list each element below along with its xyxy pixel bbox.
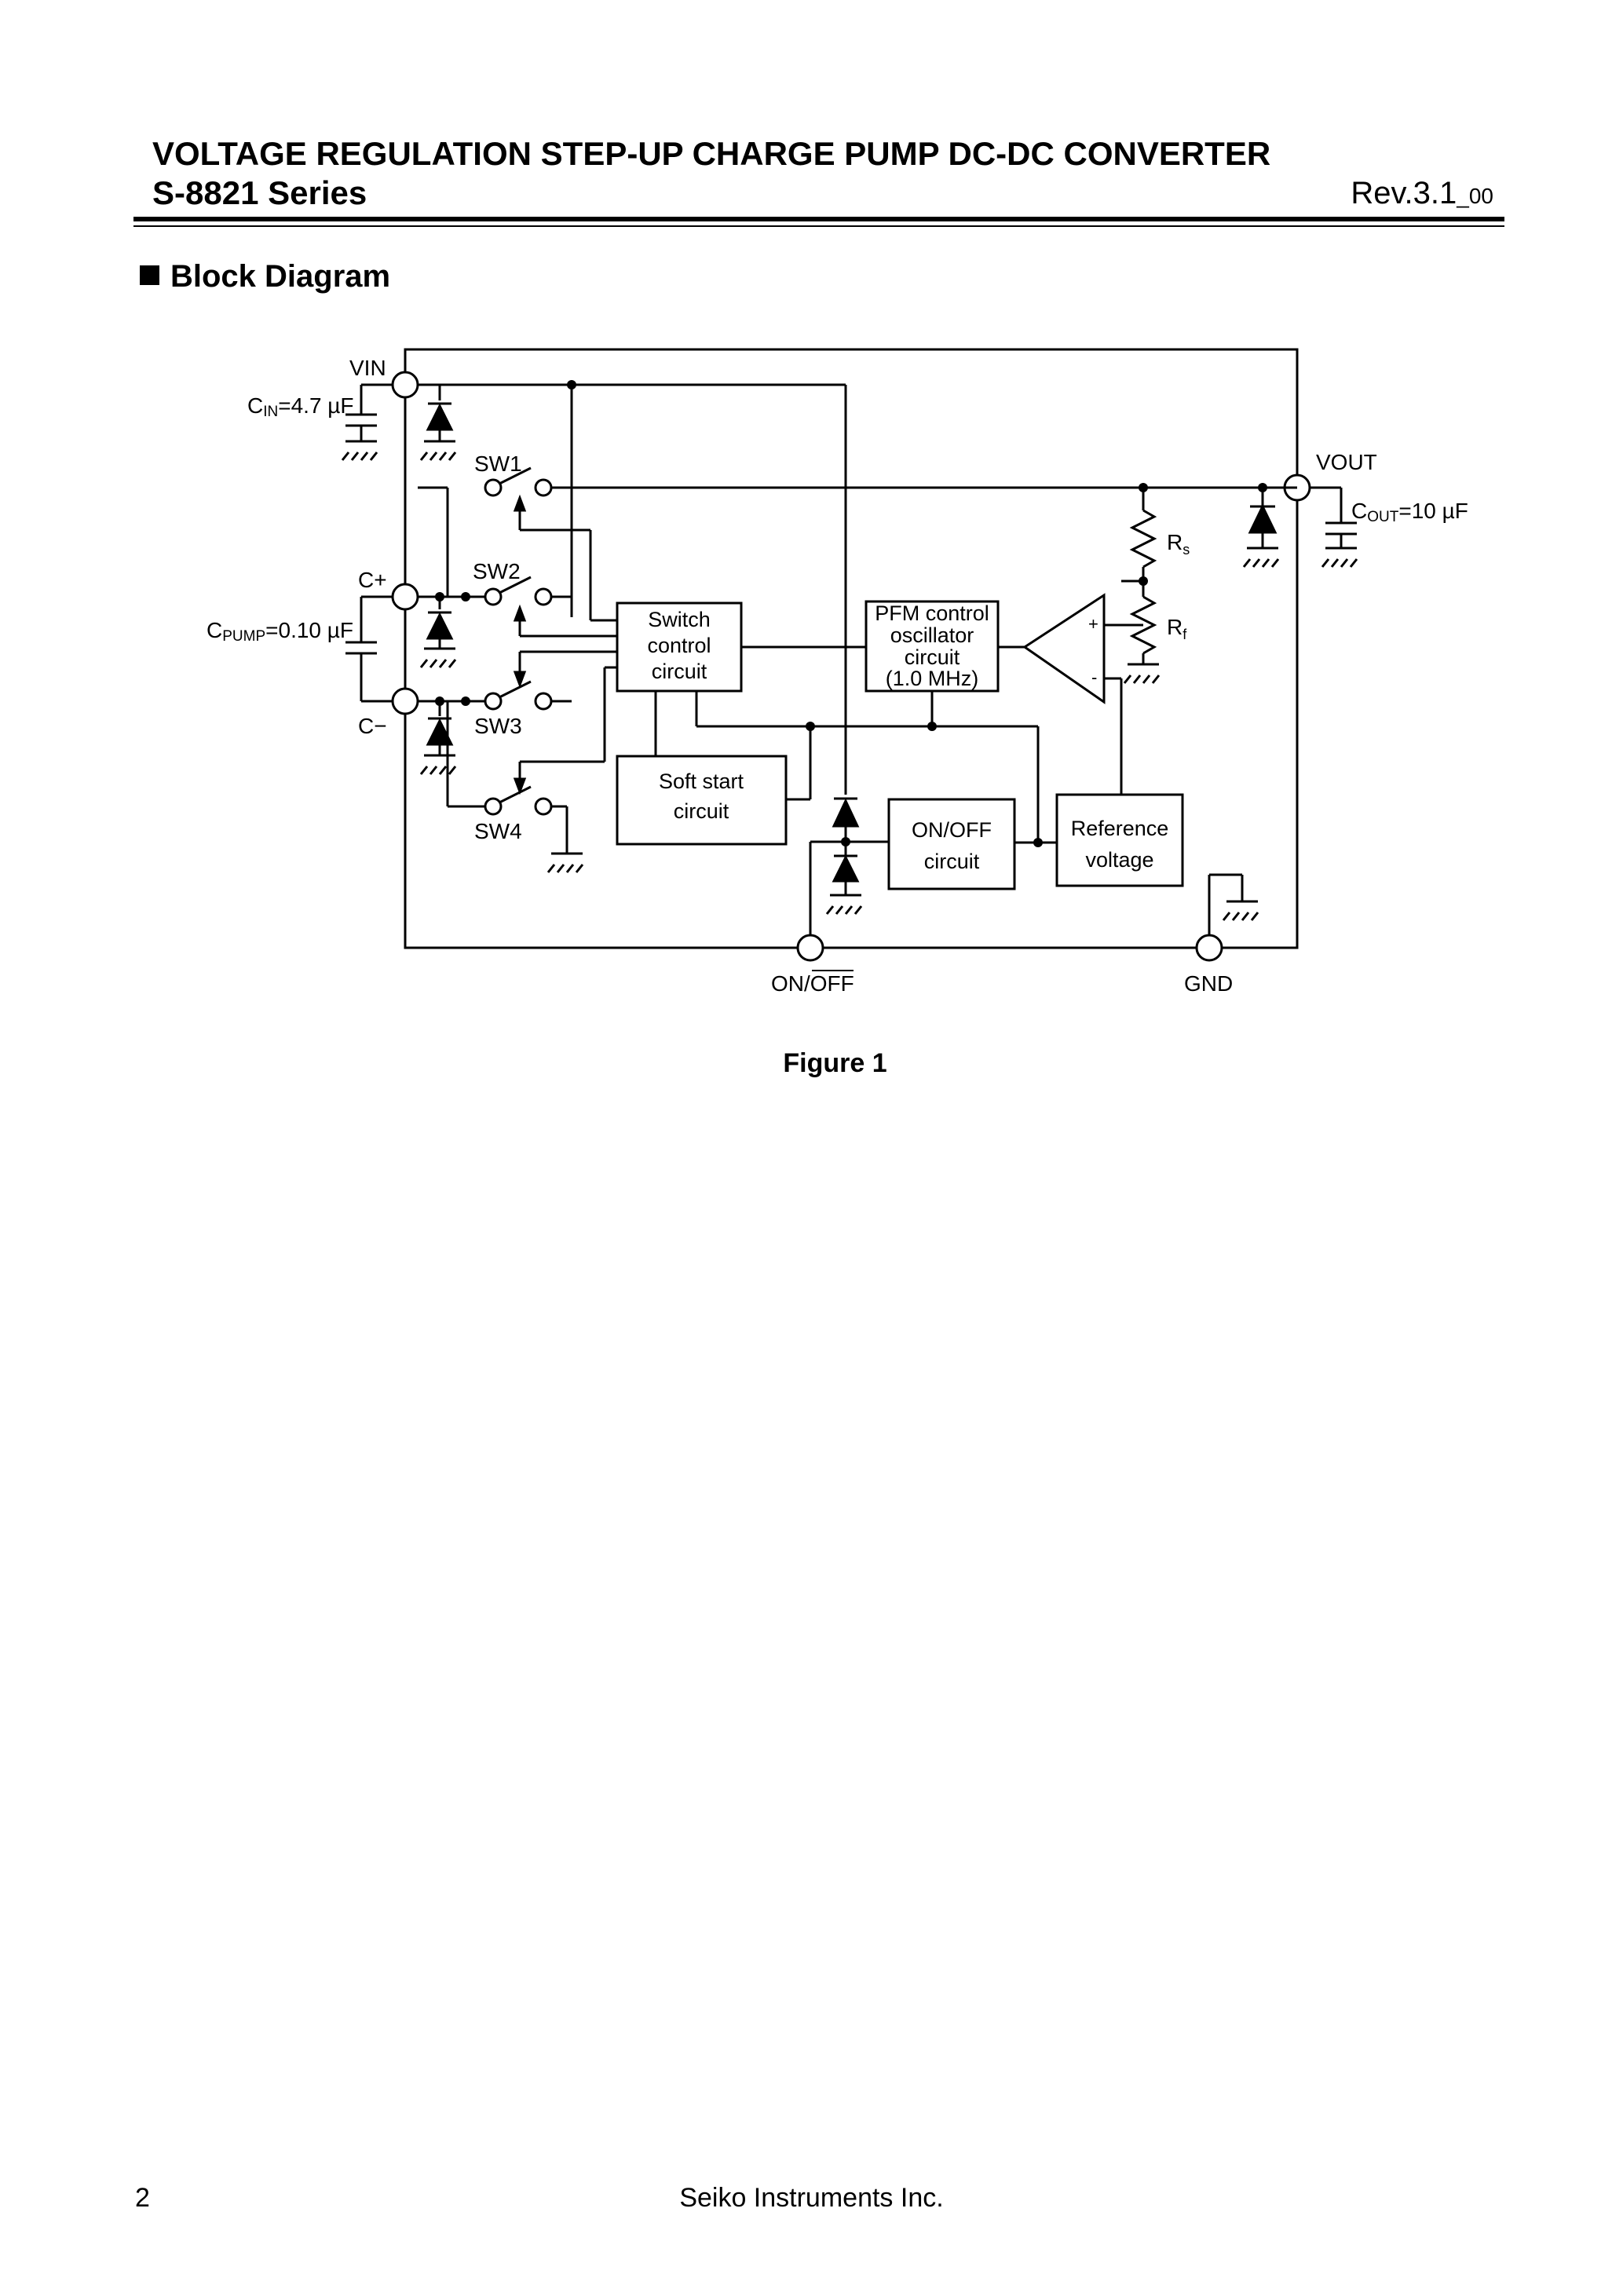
amp-plus: + (1088, 614, 1098, 634)
gnd-label: GND (1184, 971, 1233, 996)
ic-outline (404, 348, 1299, 949)
square-bullet-icon (140, 265, 159, 285)
comparator-amp (1022, 593, 1106, 704)
onoff-block-line2: circuit (924, 850, 980, 873)
section-heading: Block Diagram (140, 259, 390, 294)
pfm-line4: (1.0 MHz) (886, 667, 979, 690)
onoff-circuit-block (887, 798, 1016, 890)
sw4-contact-a (484, 797, 503, 816)
sw3-contact-a (484, 692, 503, 711)
cpump-label: CPUMP=0.10 µF (207, 618, 353, 645)
revision-main: Rev.3.1 (1351, 176, 1457, 210)
onoff-label: ON/OFF (771, 971, 854, 996)
series-name: S-8821 Series (152, 174, 367, 211)
sw2-label: SW2 (473, 559, 521, 583)
sw1-contact-b (534, 478, 553, 497)
pfm-line1: PFM control (875, 601, 989, 625)
soft-start-line1: Soft start (659, 770, 744, 793)
sw3-contact-b (534, 692, 553, 711)
cplus-pin (391, 583, 419, 611)
sw4-contact-b (534, 797, 553, 816)
rs-label: Rs (1167, 530, 1190, 558)
revision-sub: _00 (1457, 184, 1493, 208)
sw1-label: SW1 (474, 452, 522, 476)
onoff-block-line1: ON/OFF (912, 818, 992, 842)
revision: Rev.3.1_00 (1351, 176, 1493, 211)
vin-pin (391, 371, 419, 399)
switch-control-line2: control (647, 634, 711, 657)
pfm-line3: circuit (905, 645, 960, 669)
document-title: VOLTAGE REGULATION STEP-UP CHARGE PUMP D… (152, 135, 1271, 172)
reference-line1: Reference (1071, 817, 1169, 840)
switch-control-line1: Switch (648, 608, 711, 631)
sw2-contact-b (534, 587, 553, 606)
onoff-pin (796, 934, 824, 962)
rf-label: Rf (1167, 615, 1187, 642)
rs-resistor (1129, 509, 1157, 569)
amp-minus: - (1091, 667, 1097, 687)
sw3-label: SW3 (474, 714, 522, 738)
page-number: 2 (135, 2183, 150, 2213)
sw4-label: SW4 (474, 819, 522, 843)
gnd-pin (1195, 934, 1223, 962)
rf-resistor (1129, 595, 1157, 655)
cin-label: CIN=4.7 µF (247, 393, 354, 420)
pfm-line2: oscillator (890, 623, 974, 647)
cminus-label: C− (358, 714, 387, 738)
block-diagram: VIN VOUT C+ C− ON/OFF GND CIN=4.7 µF CPU… (207, 348, 1468, 996)
reference-voltage-block (1055, 793, 1184, 887)
footer-company: Seiko Instruments Inc. (679, 2183, 944, 2213)
sw1-contact-a (484, 478, 503, 497)
sw2-contact-a (484, 587, 503, 606)
vout-label: VOUT (1316, 450, 1377, 474)
reference-line2: voltage (1085, 848, 1153, 872)
vin-label: VIN (349, 356, 386, 380)
figure-caption: Figure 1 (783, 1048, 887, 1078)
section-title: Block Diagram (170, 259, 391, 294)
cout-label: COUT=10 µF (1351, 499, 1468, 525)
cplus-label: C+ (358, 568, 387, 592)
header-rule-thin (133, 225, 1504, 227)
soft-start-line2: circuit (674, 799, 729, 823)
cminus-pin (391, 687, 419, 715)
header-rule-thick (133, 217, 1504, 221)
switch-control-line3: circuit (652, 660, 707, 683)
